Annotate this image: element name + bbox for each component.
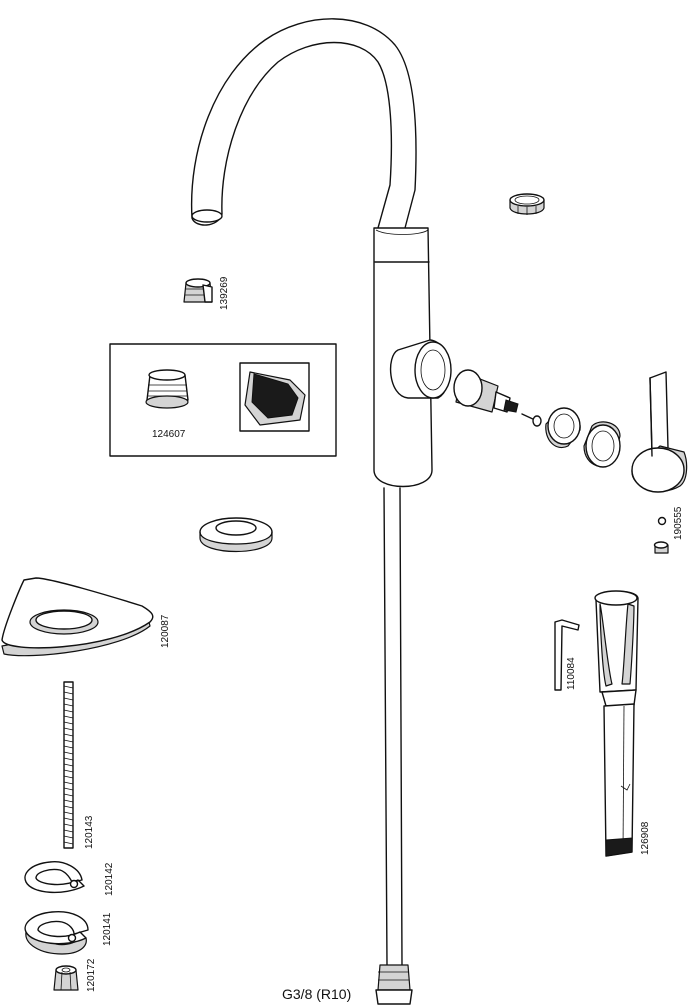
label-handle-screws: 190555: [673, 506, 684, 540]
aerator-insert: [145, 369, 189, 409]
cartridge: [453, 369, 519, 413]
label-base-plate: 120087: [160, 614, 171, 648]
faucet-body: [373, 227, 452, 488]
handle-screws: 190555: [653, 506, 684, 554]
faucet-spout: [190, 18, 417, 229]
label-hex-key: 110084: [566, 657, 577, 690]
base-plate: 120087: [1, 577, 171, 657]
label-service-tool: 126908: [640, 821, 651, 855]
ring-washer: [199, 517, 273, 552]
hex-key: 110084: [554, 619, 580, 691]
bonnet-nut: [545, 407, 581, 449]
label-aerator-detail: 124607: [152, 429, 186, 440]
label-aerator: 139269: [219, 276, 230, 310]
lever-handle: [631, 371, 688, 493]
label-nut: 120172: [86, 958, 97, 992]
limescale-detail: [239, 362, 310, 432]
supply-hose: [375, 487, 413, 1005]
cartridge-screw: [521, 413, 542, 427]
cover-sleeve: [583, 421, 621, 468]
connection-label: G3/8 (R10): [282, 986, 351, 1002]
label-clip-upper: 120142: [104, 862, 115, 896]
aerator-part: 139269: [183, 276, 230, 310]
aerator-detail-box: 124607: [109, 343, 337, 457]
label-threaded-rod: 120143: [84, 815, 95, 849]
service-tool: 126908: [594, 590, 651, 857]
label-clip-lower: 120141: [102, 912, 113, 946]
clip-upper: 120142: [24, 861, 115, 896]
threaded-rod: 120143: [63, 681, 95, 849]
clamp-ring: [509, 193, 545, 215]
nut: 120172: [53, 958, 97, 992]
clip-lower: 120141: [24, 911, 113, 955]
